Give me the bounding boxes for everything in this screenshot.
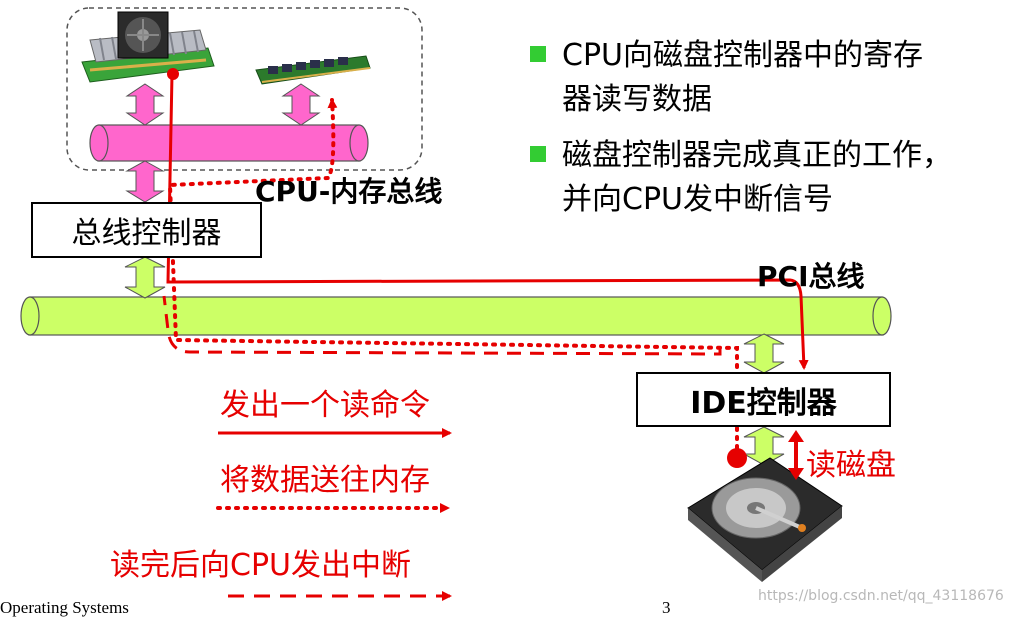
pci-bus-label: PCI总线	[757, 260, 865, 293]
bus-controller-label: 总线控制器	[71, 216, 222, 251]
cpu-memory-bus-label: CPU-内存总线	[255, 175, 443, 208]
interrupt-path	[162, 295, 722, 356]
data-to-memory-path	[167, 98, 739, 459]
read-command-path	[166, 73, 809, 370]
legend-interrupt-label: 读完后向CPU发出中断	[110, 548, 411, 583]
cpu-bus-connector	[125, 83, 165, 126]
legend-read-command-label: 发出一个读命令	[220, 388, 430, 423]
bullet-item: CPU向磁盘控制器中的寄存器读写数据	[530, 34, 952, 122]
pci-bus	[20, 296, 892, 336]
controller-pci-connector	[124, 256, 166, 299]
disk-start-dot	[727, 448, 747, 468]
bullet-text: 磁盘控制器完成真正的工作，并向CPU发中断信号	[562, 138, 952, 217]
hard-disk-icon	[687, 457, 843, 582]
cpu-memory-group	[66, 7, 423, 171]
bullet-square-icon	[530, 46, 546, 62]
read-disk-arrow	[788, 430, 804, 480]
bullet-text: CPU向磁盘控制器中的寄存器读写数据	[562, 38, 923, 117]
bullet-item: 磁盘控制器完成真正的工作，并向CPU发中断信号	[530, 134, 952, 222]
footer-course-title: Operating Systems	[0, 598, 129, 617]
legend-data-to-memory-label: 将数据送往内存	[220, 463, 430, 498]
bus-controller-connector	[125, 160, 165, 203]
pci-ide-connector	[743, 333, 785, 374]
ide-controller-label: IDE控制器	[690, 385, 837, 421]
ide-disk-connector	[743, 426, 785, 466]
memory-module-icon	[255, 55, 371, 85]
watermark: https://blog.csdn.net/qq_43118676	[758, 588, 1004, 604]
read-disk-label: 读磁盘	[806, 448, 896, 483]
bullet-square-icon	[530, 146, 546, 162]
cpu-icon	[81, 11, 215, 83]
cpu-memory-bus	[89, 124, 369, 162]
footer-page-number: 3	[662, 598, 671, 617]
bus-controller-box: 总线控制器	[31, 202, 262, 258]
memory-bus-connector	[281, 83, 321, 126]
ide-controller-box: IDE控制器	[636, 372, 891, 427]
cpu-start-dot	[167, 68, 179, 80]
